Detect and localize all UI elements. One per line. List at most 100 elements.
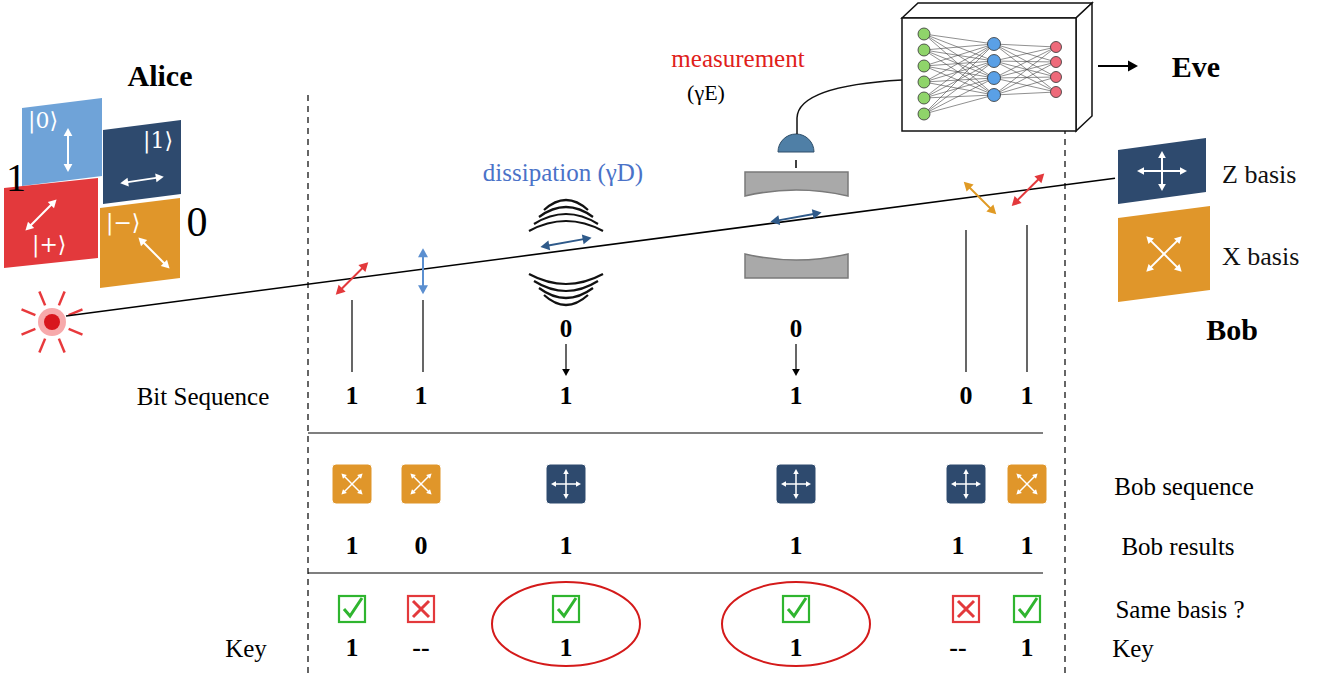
check-mark [783,596,809,622]
arrow-head [1146,264,1154,272]
neural-network-box [902,3,1092,131]
arrow-head [1174,236,1182,244]
check-mark [1014,596,1040,622]
arrow-head [1016,473,1021,478]
eve-arrow [1098,65,1128,67]
state-tile: |1⟩ [103,120,181,204]
z-basis-icon [776,464,816,504]
arrow-head [410,489,415,494]
arrow-head [563,494,569,499]
polarization-arrow [1019,476,1036,493]
state-tile: |0⟩ [22,98,102,186]
arrow-head [986,204,996,214]
arrow-head [1180,167,1187,175]
laser-source [22,292,83,353]
polarization-arrow [546,239,587,246]
tick-line [1026,225,1027,372]
flip-arrow [565,344,566,370]
table-cell: 1 [415,383,428,409]
arrow-head [1158,184,1166,191]
table-cell: Same basis ? [1115,597,1244,622]
arrow-head [138,237,147,246]
table-cell: 1 [790,635,803,661]
table-cell: 1 [560,635,573,661]
polarization-arrow [413,476,430,493]
arrow-head [951,481,956,487]
arrow-head [540,241,550,251]
polarization-arrow [795,472,797,496]
tick-line [351,300,352,372]
arrow-head [418,248,428,257]
arrow-head [418,285,428,294]
table-cell: 1 [790,533,803,559]
table-cell: 1 [346,383,359,409]
table-cell: 0 [415,533,428,559]
arrow-head [576,481,581,487]
arrow-head [161,260,170,269]
annotation-label: measurement [671,46,804,71]
table-cell: Bit Sequence [137,384,270,409]
polarization-arrow [413,476,430,493]
polarization-arrow [776,213,817,220]
highlight-ellipse [722,582,870,666]
table-cell: 1 [790,383,803,409]
arrow-head [793,469,799,474]
polarization-arrow [1015,177,1041,203]
annotation-label: Bob [1206,315,1258,345]
arrow-head [1137,167,1144,175]
polarization-arrow [1150,240,1178,268]
arrow-head [357,489,362,494]
state-label: |−⟩ [106,212,140,234]
table-cell: Bob sequence [1114,474,1254,499]
polarization-arrow [565,472,567,496]
table-cell: Key [1112,636,1154,661]
table-cell: 1 [1021,383,1034,409]
table-cell: 1 [1021,533,1034,559]
row-divider [308,432,1043,433]
z-basis-icon [546,464,586,504]
arrow-head [781,481,786,487]
check-mark [553,596,579,622]
tile-shape [1118,138,1206,204]
table-cell: -- [412,635,429,661]
annotation-label: Eve [1172,52,1220,82]
x-basis-icon [332,464,372,504]
arrow-head [806,481,811,487]
table-cell: 1 [346,635,359,661]
arrow-head [1146,236,1154,244]
polarization-arrow [965,472,967,496]
annotation-label: dissipation (γD) [483,160,643,185]
cross-mark [408,596,434,622]
polarization-arrow [125,177,160,182]
state-tile: |−⟩ [100,198,180,288]
z-basis-icon [946,464,986,504]
basis-tile: Z basis [1118,138,1206,204]
dashed-divider [1064,95,1065,675]
cross-mark [953,596,979,622]
arrow-head [770,215,780,225]
arrow-head [357,473,362,478]
polarization-arrow [344,476,361,493]
basis-label: Z basis [1222,162,1296,188]
annotation-label: Alice [128,61,193,91]
state-label: |+⟩ [32,234,66,256]
table-cell: Bob results [1121,534,1234,559]
arrow-head [336,285,346,295]
highlight-ellipse [492,582,640,666]
table-cell: -- [949,635,966,661]
annotation-label: 0 [790,316,803,341]
arrow-head [976,481,981,487]
table-cell: 1 [560,383,573,409]
basis-tile: X basis [1118,206,1210,302]
dissipation-waves [529,200,603,305]
arrow-head [792,369,800,376]
polarization-arrow [1161,155,1163,187]
arrow-head [64,128,73,136]
arrow-head [48,199,57,208]
tile-shape [1118,206,1210,302]
arrow-head [551,481,556,487]
flip-arrow [795,344,796,370]
arrow-head [1012,196,1022,206]
x-basis-icon [401,464,441,504]
